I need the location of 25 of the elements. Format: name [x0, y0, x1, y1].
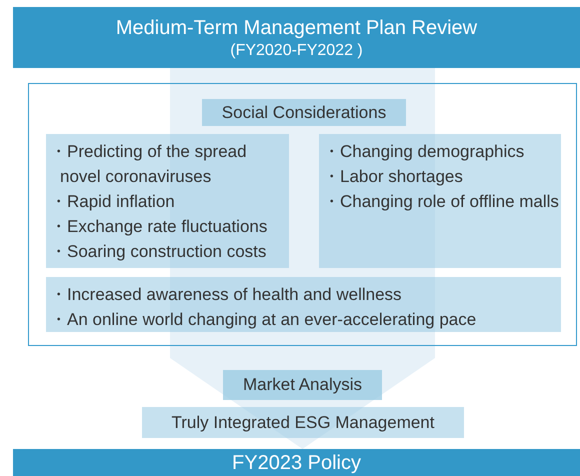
- bullet-list-box: [46, 277, 561, 332]
- label-band: [202, 99, 406, 126]
- bullet-item: ・An online world changing at an ever-accelerating pace: [50, 309, 478, 331]
- bullet-list-box: [319, 134, 561, 268]
- heading-text: Market Analysis: [242, 375, 364, 395]
- heading-text: Truly Integrated ESG Management: [170, 412, 436, 432]
- label-band: [142, 407, 464, 438]
- title-banner: [13, 7, 580, 68]
- bullet-item: ・Changing demographics: [323, 141, 526, 163]
- heading-text: Social Considerations: [220, 102, 388, 122]
- bullet-item: ・Soaring construction costs: [50, 241, 268, 263]
- bullet-item: ・Increased awareness of health and wellness: [50, 284, 403, 306]
- bullet-item: ・Changing role of offline malls: [323, 191, 560, 213]
- subheading-text: (FY2020-FY2022 ): [229, 40, 364, 60]
- bullet-item: ・Exchange rate fluctuations: [50, 216, 268, 238]
- heading-text: Medium-Term Management Plan Review: [114, 16, 478, 40]
- bullet-item: ・Predicting of the spread novel coronaviruses: [50, 141, 248, 188]
- heading-text: FY2023 Policy: [231, 450, 362, 476]
- bullet-item: ・Rapid inflation: [50, 191, 176, 213]
- label-band: [223, 370, 382, 400]
- group-frame: [28, 83, 577, 346]
- bullet-item: ・Labor shortages: [323, 166, 464, 188]
- title-banner: [13, 449, 580, 476]
- broad-arrow: [170, 68, 435, 449]
- bullet-list-box: [46, 134, 289, 268]
